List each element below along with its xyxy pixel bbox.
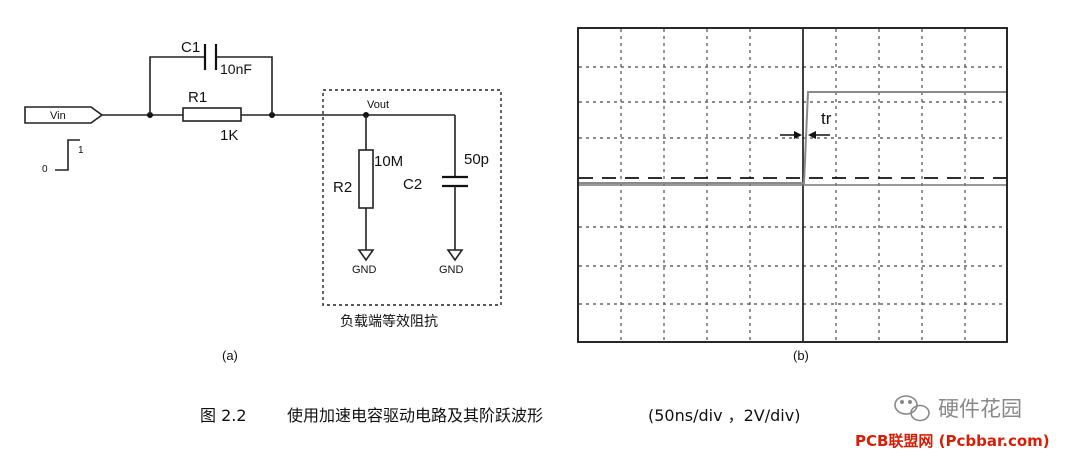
oscilloscope-panel: tr (b) [577,27,1008,363]
vin-input-port [24,106,104,124]
step-symbol [55,139,80,171]
gnd-right-icon [446,249,464,262]
figure-caption: 图 2.2 使用加速电容驱动电路及其阶跃波形 (50ns/div ，2V/div… [200,406,800,425]
tr-arrowhead-left [794,131,802,139]
step-waveform [579,91,1006,184]
circuit-sublabel: (a) [222,348,238,363]
scope-sublabel: (b) [793,348,809,363]
r1-name: R1 [188,89,207,106]
caption-number: 图 2.2 [200,406,247,425]
c2-name: C2 [403,176,422,193]
caption-title: 使用加速电容驱动电路及其阶跃波形 [287,406,543,425]
r1-value: 1K [220,127,238,144]
r2-value: 10M [374,153,403,170]
load-box-caption: 负载端等效阻抗 [340,313,438,330]
vin-label: Vin [50,110,66,122]
c1-value: 10nF [220,61,252,77]
vout-label: Vout [367,99,389,111]
r2-resistor [358,149,374,209]
circuit-diagram: Vin 0 1 C1 10nF R1 1K 负载端等效阻抗 Vout GND 1… [24,39,502,363]
load-box [322,89,502,306]
watermark: 硬件花园 PCB联盟网 (Pcbbar.com) [855,395,1050,450]
scope-grid-horizontal [579,66,1006,305]
wire-c1-left [149,56,205,115]
r1-resistor [182,107,242,122]
r2-name: R2 [333,179,352,196]
step-low-label: 0 [42,164,48,175]
step-high-label: 1 [78,145,84,156]
watermark-brand: 硬件花园 [938,397,1022,421]
wire-c1-right [216,56,273,115]
gnd-left-label: GND [352,264,377,276]
gnd-right-label: GND [439,264,464,276]
watermark-site: PCB联盟网 (Pcbbar.com) [855,432,1050,450]
rise-time-label: tr [821,109,832,128]
wechat-icon [894,395,930,422]
gnd-left-icon [357,249,375,262]
tr-arrowhead-right [808,131,816,139]
c2-value: 50p [464,151,489,168]
caption-scale: (50ns/div ，2V/div) [648,406,800,425]
c1-name: C1 [181,39,200,56]
